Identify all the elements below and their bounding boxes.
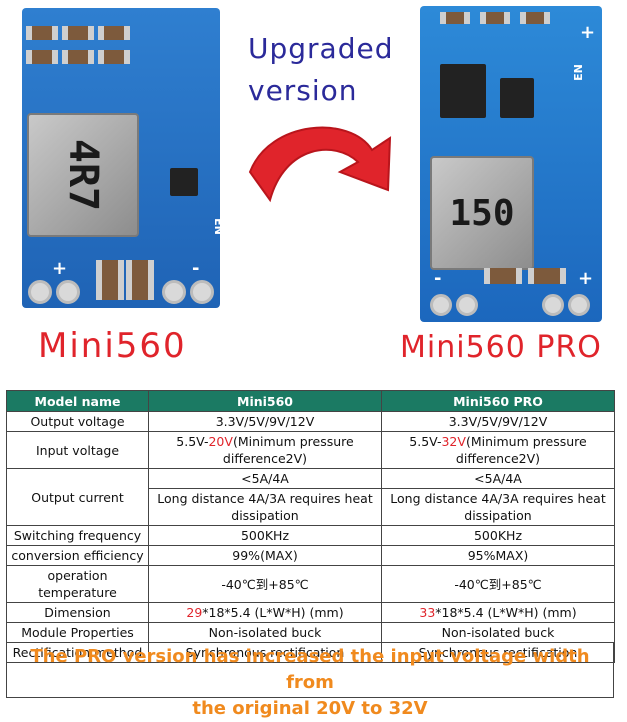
solder-pad-icon bbox=[542, 294, 564, 316]
mini560-pro-label: Mini560 PRO bbox=[400, 330, 602, 365]
chip-icon bbox=[500, 78, 534, 118]
banner-line-1: The PRO version has increased the input … bbox=[30, 646, 590, 693]
silk-plus: + bbox=[578, 268, 594, 289]
cell-mini560-pro: <5A/4A bbox=[381, 468, 615, 489]
capacitor-icon bbox=[528, 268, 566, 284]
silk-plus: + bbox=[52, 258, 68, 279]
cell-mini560-pro: 33*18*5.4 (L*W*H) (mm) bbox=[381, 602, 615, 623]
table-row: Output current <5A/4A <5A/4A bbox=[6, 468, 615, 526]
capacitor-icon bbox=[520, 12, 550, 24]
banner-line-2: the original 20V to 32V bbox=[192, 698, 428, 719]
input-voltage-prefix: 5.5V- bbox=[176, 434, 209, 449]
row-label: Dimension bbox=[6, 602, 149, 623]
solder-pad-icon bbox=[568, 294, 590, 316]
table-row: Dimension 29*18*5.4 (L*W*H) (mm) 33*18*5… bbox=[6, 602, 615, 623]
solder-pad-icon bbox=[456, 294, 478, 316]
cell-mini560-pro: 5.5V-32V(Minimum pressure difference2V) bbox=[381, 431, 615, 469]
capacitor-icon bbox=[62, 50, 94, 64]
upgraded-line-1: Upgraded bbox=[248, 32, 394, 65]
cell-mini560-pro: Long distance 4A/3A requires heat dissip… bbox=[381, 488, 615, 526]
solder-pad-icon bbox=[28, 280, 52, 304]
header-mini560-pro: Mini560 PRO bbox=[381, 390, 615, 412]
table-row: Input voltage 5.5V-20V(Minimum pressure … bbox=[6, 431, 615, 469]
mini560-label: Mini560 bbox=[38, 326, 187, 366]
input-voltage-highlight: 32V bbox=[441, 434, 466, 449]
mini560-pro-board-image: + EN 150 - + bbox=[420, 6, 602, 322]
cell-mini560: -40℃到+85℃ bbox=[148, 565, 382, 603]
silk-en: EN bbox=[211, 218, 225, 235]
cell-mini560-pro: 500KHz bbox=[381, 525, 615, 546]
input-voltage-note: (Minimum pressure difference2V) bbox=[222, 434, 354, 466]
cell-mini560: <5A/4A bbox=[148, 468, 382, 489]
cell-mini560: 3.3V/5V/9V/12V bbox=[148, 411, 382, 432]
cell-mini560-pro: -40℃到+85℃ bbox=[381, 565, 615, 603]
input-voltage-note: (Minimum pressure difference2V) bbox=[455, 434, 587, 466]
curved-arrow-icon bbox=[248, 126, 392, 203]
product-photo: 4R7 EN + - Upgraded version + EN 150 - + bbox=[22, 6, 602, 366]
cell-mini560: Non-isolated buck bbox=[148, 622, 382, 643]
solder-pad-icon bbox=[190, 280, 214, 304]
pro-upgrade-banner: The PRO version has increased the input … bbox=[6, 642, 614, 719]
input-voltage-prefix: 5.5V- bbox=[409, 434, 442, 449]
silk-minus: - bbox=[192, 258, 200, 279]
capacitor-icon bbox=[96, 260, 124, 300]
cell-mini560: 5.5V-20V(Minimum pressure difference2V) bbox=[148, 431, 382, 469]
row-label: Switching frequency bbox=[6, 525, 149, 546]
row-label: Rectification method bbox=[6, 642, 149, 663]
capacitor-icon bbox=[480, 12, 510, 24]
inductor-icon: 150 bbox=[430, 156, 534, 270]
table-row: Switching frequency 500KHz 500KHz bbox=[6, 525, 615, 546]
cell-mini560-pro: Synchronous rectification bbox=[381, 642, 615, 663]
dimension-highlight: 29 bbox=[186, 605, 203, 620]
header-mini560: Mini560 bbox=[148, 390, 382, 412]
cell-mini560: 99%(MAX) bbox=[148, 545, 382, 566]
silk-minus: - bbox=[434, 268, 442, 289]
table-row: conversion efficiency 99%(MAX) 95%MAX) bbox=[6, 545, 615, 566]
solder-pad-icon bbox=[162, 280, 186, 304]
table-row: Module Properties Non-isolated buck Non-… bbox=[6, 622, 615, 643]
cell-mini560-pro: Non-isolated buck bbox=[381, 622, 615, 643]
capacitor-icon bbox=[126, 260, 154, 300]
capacitor-icon bbox=[62, 26, 94, 40]
capacitor-icon bbox=[98, 50, 130, 64]
capacitor-icon bbox=[26, 50, 58, 64]
table-row: operation temperature -40℃到+85℃ -40℃到+85… bbox=[6, 565, 615, 603]
table-row: Rectification method Synchronous rectifi… bbox=[6, 642, 615, 663]
cell-mini560-pro: 95%MAX) bbox=[381, 545, 615, 566]
mosfet-icon bbox=[440, 64, 486, 118]
row-label: conversion efficiency bbox=[6, 545, 149, 566]
table-row: Long distance 4A/3A requires heat dissip… bbox=[7, 488, 615, 526]
row-label: Module Properties bbox=[6, 622, 149, 643]
row-label: operation temperature bbox=[6, 565, 149, 603]
cell-mini560: 29*18*5.4 (L*W*H) (mm) bbox=[148, 602, 382, 623]
cell-mini560: 500KHz bbox=[148, 525, 382, 546]
dimension-highlight: 33 bbox=[419, 605, 436, 620]
input-voltage-highlight: 20V bbox=[208, 434, 233, 449]
row-label: Input voltage bbox=[6, 431, 149, 469]
mini560-board-image: 4R7 EN + - bbox=[22, 8, 225, 308]
silk-plus: + bbox=[580, 22, 596, 43]
cell-mini560: Synchronous rectification bbox=[148, 642, 382, 663]
inductor-icon: 4R7 bbox=[27, 113, 139, 237]
capacitor-icon bbox=[440, 12, 470, 24]
capacitor-icon bbox=[98, 26, 130, 40]
table-header-row: Model name Mini560 Mini560 PRO bbox=[6, 390, 615, 412]
solder-pad-icon bbox=[430, 294, 452, 316]
dimension-rest: *18*5.4 (L*W*H) (mm) bbox=[435, 605, 577, 620]
cell-mini560-pro: 3.3V/5V/9V/12V bbox=[381, 411, 615, 432]
table-row: Output voltage 3.3V/5V/9V/12V 3.3V/5V/9V… bbox=[6, 411, 615, 432]
cell-mini560: Long distance 4A/3A requires heat dissip… bbox=[148, 488, 382, 526]
dimension-rest: *18*5.4 (L*W*H) (mm) bbox=[202, 605, 344, 620]
capacitor-icon bbox=[26, 26, 58, 40]
header-model-name: Model name bbox=[6, 390, 149, 412]
row-label: Output current bbox=[6, 468, 149, 526]
solder-pad-icon bbox=[56, 280, 80, 304]
silk-en: EN bbox=[571, 64, 585, 81]
comparison-table: Model name Mini560 Mini560 PRO Output vo… bbox=[6, 390, 615, 663]
capacitor-icon bbox=[484, 268, 522, 284]
row-label: Output voltage bbox=[6, 411, 149, 432]
upgraded-line-2: version bbox=[248, 74, 358, 107]
upgraded-version-text: Upgraded version bbox=[248, 28, 418, 112]
chip-icon bbox=[170, 168, 198, 196]
